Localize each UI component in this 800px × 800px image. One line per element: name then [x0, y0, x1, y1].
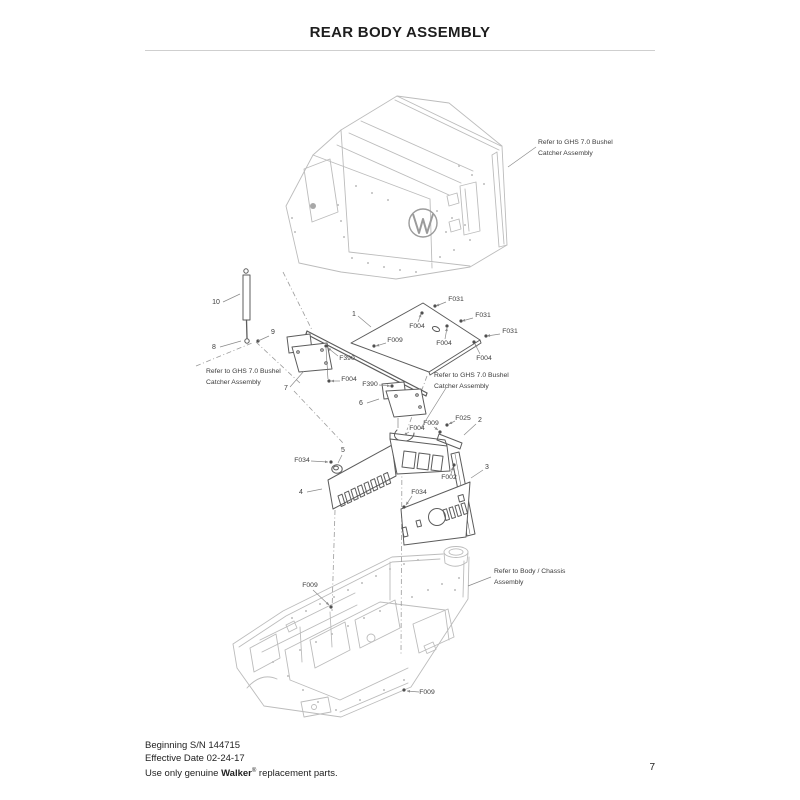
- page-number: 7: [649, 762, 655, 773]
- fastener-code-label: F009: [419, 689, 435, 696]
- leader-line: [406, 689, 420, 693]
- leader-line: [461, 317, 474, 322]
- leader-line: [357, 315, 372, 328]
- walker-logo: [408, 208, 438, 238]
- support-rail-drawing: [305, 330, 428, 397]
- fastener-code-label: F031: [502, 328, 518, 335]
- filler-strip-drawing: [436, 433, 463, 450]
- brand-name: Walker: [221, 768, 252, 780]
- footer-parts-note: Use only genuine Walker® replacement par…: [145, 768, 338, 780]
- fastener-code-label: F009: [302, 582, 318, 589]
- part-number-label: 7: [284, 385, 288, 392]
- part-number-label: 2: [478, 417, 482, 424]
- fastener-code-label: F390: [339, 355, 355, 362]
- grommet-drawing: [331, 464, 343, 474]
- leader-line: [403, 431, 410, 436]
- registered-mark: ®: [251, 768, 257, 774]
- rear-panel-center-drawing: [389, 432, 451, 475]
- fastener-code-label: F004: [409, 425, 425, 432]
- leader-line: [467, 576, 492, 587]
- gas-spring-drawing: [242, 268, 251, 344]
- leader-line: [310, 460, 329, 464]
- window-latch: [310, 203, 316, 209]
- leader-line: [486, 333, 501, 337]
- part-number-label: 3: [485, 464, 489, 471]
- fastener-code-label: F034: [294, 457, 310, 464]
- leader-line: [257, 335, 270, 342]
- part-number-label: 4: [299, 489, 303, 496]
- cover-plate-drawing: [350, 302, 482, 376]
- fastener-code-label: F025: [455, 415, 471, 422]
- gusset-bracket-7-drawing: [286, 333, 333, 380]
- page-title: REAR BODY ASSEMBLY: [309, 24, 491, 41]
- fastener-code-label: F004: [409, 323, 425, 330]
- fastener-code-label: F009: [423, 420, 439, 427]
- leader-line: [375, 342, 387, 347]
- leader-line: [366, 398, 380, 404]
- fastener-code-label: F004: [341, 376, 357, 383]
- part-number-label: 9: [271, 329, 275, 336]
- leader-line: [222, 293, 241, 303]
- leader-line: [444, 327, 448, 340]
- leader-line: [450, 466, 454, 475]
- catcher-handle: [446, 181, 481, 236]
- part-number-label: 6: [359, 400, 363, 407]
- footer-serial: Beginning S/N 144715: [145, 740, 241, 751]
- rear-panel-left-drawing: [327, 444, 397, 510]
- leader-line: [435, 301, 447, 307]
- catcher-window: [303, 158, 339, 223]
- leader-line: [420, 387, 447, 429]
- leader-line: [378, 384, 391, 388]
- leader-line: [470, 469, 484, 479]
- catcher-box-drawing: [285, 95, 508, 280]
- chassis-frame-drawing: [232, 546, 470, 718]
- leader-line: [289, 370, 305, 388]
- fastener-code-label: F031: [448, 296, 464, 303]
- footer-effective-date: Effective Date 02-24-17: [145, 752, 245, 764]
- title-divider: [145, 50, 655, 51]
- leader-line: [327, 347, 339, 357]
- rear-panel-right-drawing: [400, 481, 471, 546]
- part-number-label: 10: [212, 299, 220, 306]
- footer: Beginning S/N 144715 Effective Date 02-2…: [145, 740, 338, 781]
- fastener-code-label: F004: [476, 355, 492, 362]
- fastener-code-label: F009: [387, 337, 403, 344]
- fastener-code-label: F004: [436, 340, 452, 347]
- leader-line: [312, 589, 330, 606]
- chassis-funnel: [443, 546, 469, 567]
- leader-line: [306, 488, 323, 493]
- leader-line: [474, 343, 481, 355]
- fastener-code-label: F002: [441, 474, 457, 481]
- leader-line: [507, 146, 537, 168]
- leader-line: [433, 426, 439, 431]
- leader-line: [417, 313, 422, 323]
- catcher-door-frame: [491, 151, 508, 248]
- part-number-label: 1: [352, 311, 356, 318]
- fastener-code-label: F390: [362, 381, 378, 388]
- leader-line: [219, 340, 242, 348]
- part-number-label: 5: [341, 447, 345, 454]
- gusset-bracket-6-drawing: [381, 381, 427, 428]
- leader-line: [337, 454, 343, 464]
- fastener-code-label: F034: [411, 489, 427, 496]
- fastener-code-label: F031: [475, 312, 491, 319]
- leader-line: [405, 495, 413, 506]
- part-number-label: 8: [212, 344, 216, 351]
- leader-line: [448, 420, 456, 425]
- leader-line: [463, 423, 477, 436]
